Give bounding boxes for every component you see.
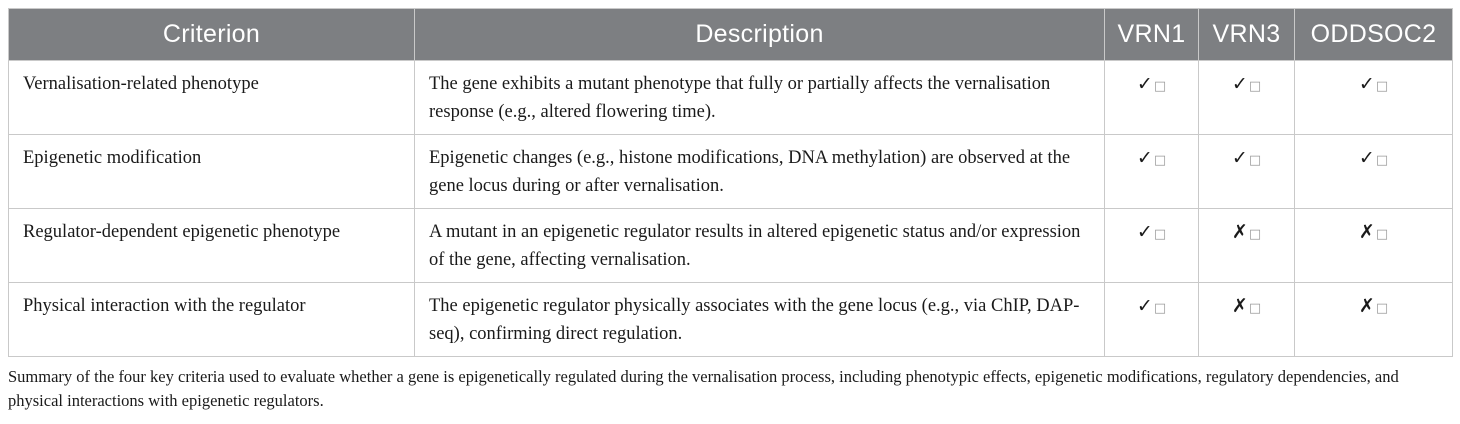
criterion-cell: Regulator-dependent epigenetic phenotype (8, 208, 415, 283)
table-figure: Criterion Description VRN1 VRN3 ODDSOC2 … (8, 8, 1453, 413)
cross-icon: ✗ (1231, 295, 1248, 317)
box-icon: □ (1153, 301, 1167, 316)
table-row: Epigenetic modification Epigenetic chang… (8, 134, 1453, 209)
criterion-cell: Vernalisation-related phenotype (8, 60, 415, 135)
box-icon: □ (1375, 79, 1389, 94)
criterion-cell: Physical interaction with the regulator (8, 282, 415, 357)
box-icon: □ (1248, 79, 1262, 94)
box-icon: □ (1375, 153, 1389, 168)
box-icon: □ (1248, 301, 1262, 316)
table-row: Regulator-dependent epigenetic phenotype… (8, 208, 1453, 283)
check-icon: ✓ (1231, 73, 1248, 95)
box-icon: □ (1153, 227, 1167, 242)
table-header-row: Criterion Description VRN1 VRN3 ODDSOC2 (8, 8, 1453, 61)
check-icon: ✓ (1136, 147, 1153, 169)
description-cell: A mutant in an epigenetic regulator resu… (414, 208, 1105, 283)
vrn3-cell: ✓□ (1198, 134, 1295, 209)
vrn1-cell: ✓□ (1104, 208, 1199, 283)
cross-icon: ✗ (1358, 295, 1375, 317)
oddsoc2-cell: ✓□ (1294, 60, 1453, 135)
vrn1-cell: ✓□ (1104, 60, 1199, 135)
description-cell: The gene exhibits a mutant phenotype tha… (414, 60, 1105, 135)
table-caption: Summary of the four key criteria used to… (8, 367, 1399, 410)
header-oddsoc2: ODDSOC2 (1294, 8, 1453, 61)
box-icon: □ (1248, 153, 1262, 168)
check-icon: ✓ (1231, 147, 1248, 169)
vrn1-cell: ✓□ (1104, 134, 1199, 209)
cross-icon: ✗ (1358, 221, 1375, 243)
check-icon: ✓ (1136, 73, 1153, 95)
criteria-table: Criterion Description VRN1 VRN3 ODDSOC2 … (8, 8, 1453, 357)
box-icon: □ (1375, 301, 1389, 316)
check-icon: ✓ (1358, 73, 1375, 95)
description-cell: The epigenetic regulator physically asso… (414, 282, 1105, 357)
box-icon: □ (1248, 227, 1262, 242)
header-criterion: Criterion (8, 8, 415, 61)
header-description: Description (414, 8, 1105, 61)
check-icon: ✓ (1358, 147, 1375, 169)
oddsoc2-cell: ✓□ (1294, 134, 1453, 209)
header-vrn1: VRN1 (1104, 8, 1199, 61)
table-row: Vernalisation-related phenotype The gene… (8, 60, 1453, 135)
check-icon: ✓ (1136, 221, 1153, 243)
vrn1-cell: ✓□ (1104, 282, 1199, 357)
criterion-cell: Epigenetic modification (8, 134, 415, 209)
vrn3-cell: ✗□ (1198, 208, 1295, 283)
vrn3-cell: ✓□ (1198, 60, 1295, 135)
box-icon: □ (1153, 79, 1167, 94)
oddsoc2-cell: ✗□ (1294, 208, 1453, 283)
vrn3-cell: ✗□ (1198, 282, 1295, 357)
oddsoc2-cell: ✗□ (1294, 282, 1453, 357)
header-vrn3: VRN3 (1198, 8, 1295, 61)
box-icon: □ (1153, 153, 1167, 168)
description-cell: Epigenetic changes (e.g., histone modifi… (414, 134, 1105, 209)
cross-icon: ✗ (1231, 221, 1248, 243)
check-icon: ✓ (1136, 295, 1153, 317)
table-row: Physical interaction with the regulator … (8, 282, 1453, 357)
box-icon: □ (1375, 227, 1389, 242)
